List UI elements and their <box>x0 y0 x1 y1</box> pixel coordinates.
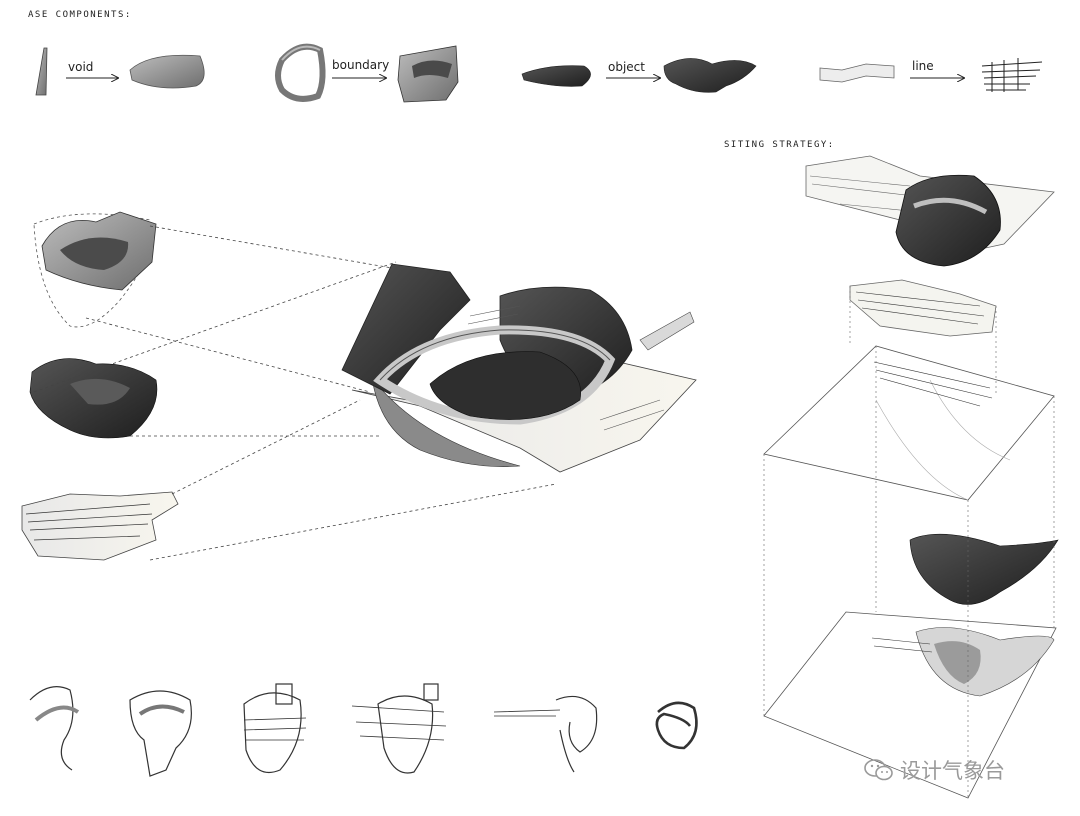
siting-stack-site-plate-upper <box>763 345 1055 501</box>
sketch-1 <box>29 686 80 771</box>
explosion-leader-lines <box>33 225 557 561</box>
exploded-boundary-piece <box>33 211 157 328</box>
component-label-boundary: boundary <box>332 58 390 72</box>
sketch-6 <box>655 701 698 750</box>
assembled-building-mass <box>341 263 697 473</box>
component-label-void: void <box>68 60 94 74</box>
watermark: 设计气象台 <box>864 756 1005 784</box>
component-label-line: line <box>912 59 934 73</box>
watermark-text: 设计气象台 <box>900 759 1005 783</box>
exploded-line-piece <box>21 491 179 561</box>
wechat-icon <box>864 759 893 781</box>
siting-stack-alignment-lines <box>763 286 1055 798</box>
sketch-4 <box>351 683 447 774</box>
siting-stack-site-plate-lower <box>763 611 1057 799</box>
component-label-object: object <box>608 60 645 74</box>
component-boundary <box>275 43 459 103</box>
sketch-sequence <box>29 683 698 777</box>
sketch-2 <box>129 690 192 777</box>
siting-strategy-heading: SITING STRATEGY: <box>724 140 835 150</box>
sketch-3 <box>243 683 307 774</box>
component-void <box>35 47 205 96</box>
component-object <box>521 58 757 93</box>
siting-stack-object-layer <box>909 533 1059 605</box>
exploded-object-piece <box>29 358 158 439</box>
sketch-5 <box>493 695 598 773</box>
siting-stack-top-assembly <box>805 155 1055 267</box>
siting-stack-line-layer <box>849 279 997 337</box>
base-components-heading: ASE COMPONENTS: <box>28 10 132 20</box>
component-line <box>819 58 1043 92</box>
